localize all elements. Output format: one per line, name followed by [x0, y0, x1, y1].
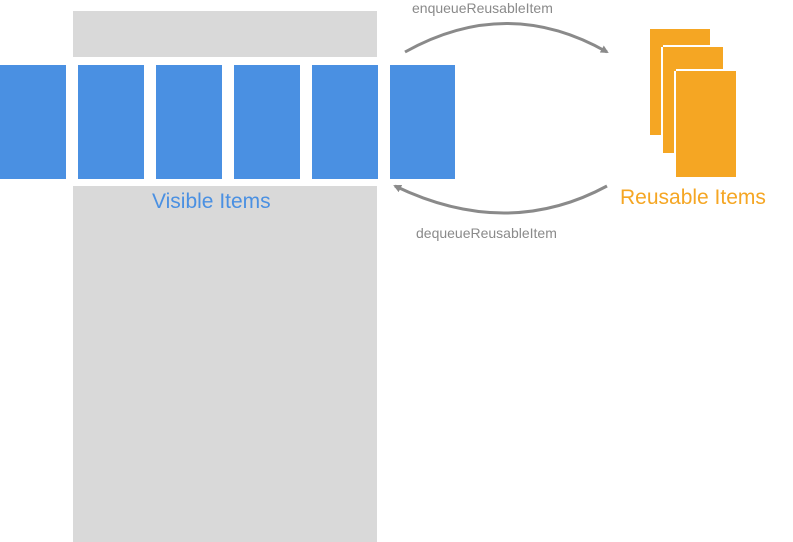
visible-item [234, 65, 300, 179]
visible-item [0, 65, 66, 179]
enqueue-arrow [404, 22, 609, 54]
enqueue-label: enqueueReusableItem [412, 0, 553, 16]
visible-item [156, 65, 222, 179]
screen-area-bottom [73, 186, 377, 542]
screen-area-top [73, 11, 377, 57]
reusable-items-label: Reusable Items [620, 186, 766, 209]
visible-items-label: Visible Items [152, 190, 271, 213]
reusable-item-card [676, 71, 736, 177]
dequeue-label: dequeueReusableItem [416, 225, 557, 241]
visible-item [390, 65, 455, 179]
visible-item [78, 65, 144, 179]
visible-item [312, 65, 378, 179]
dequeue-arrow [393, 184, 608, 215]
